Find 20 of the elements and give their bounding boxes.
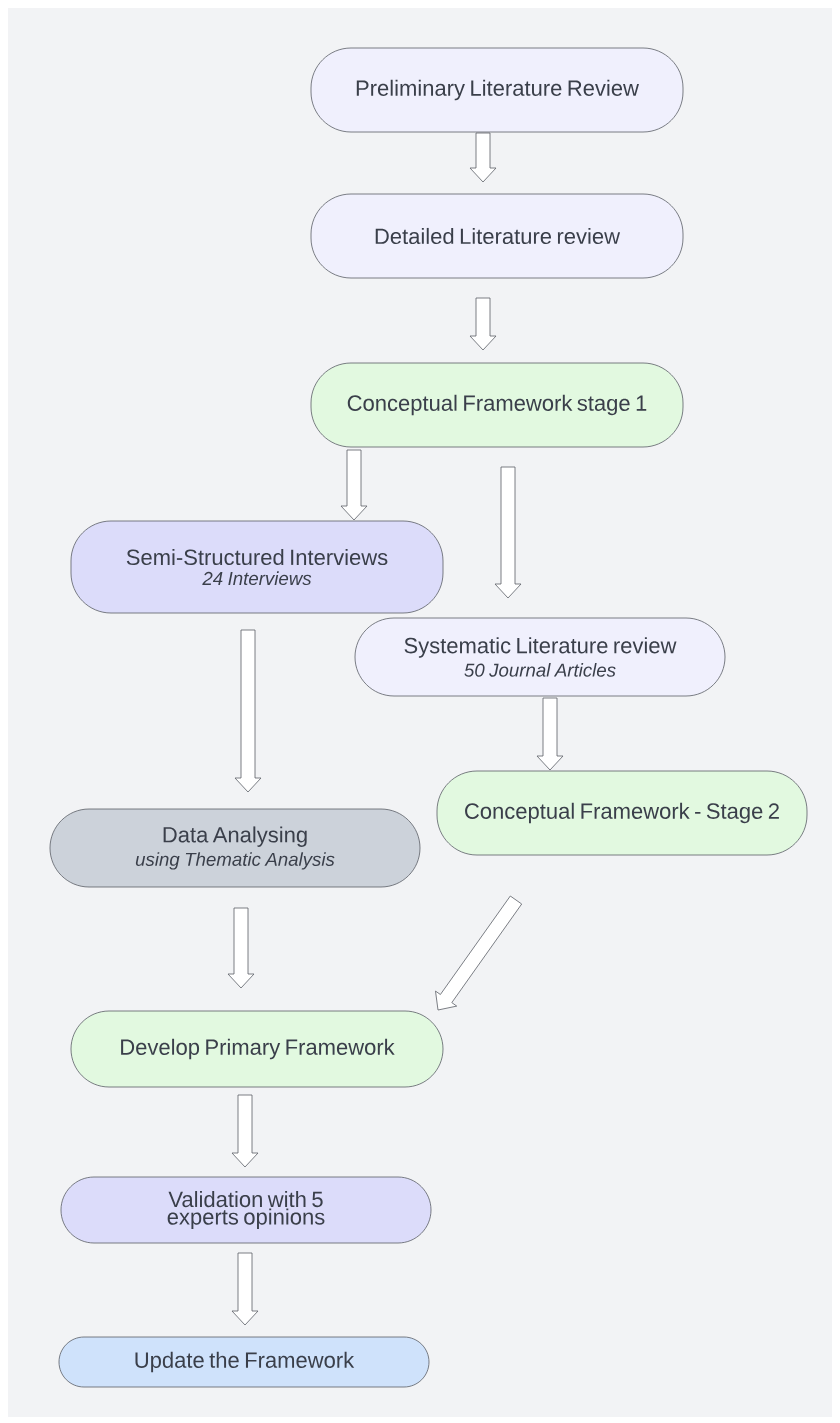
process-box: Conceptual Framework - Stage 2 (436, 770, 808, 856)
process-box: Semi-Structured Interviews 24 Interviews (70, 520, 444, 614)
process-box: Update the Framework (58, 1336, 430, 1388)
process-box: Validation with 5 experts opinions (60, 1176, 432, 1244)
block-arrow (340, 449, 368, 521)
block-arrow (469, 132, 497, 183)
block-arrow (231, 1094, 259, 1168)
process-box: Data Analysing using Thematic Analysis (49, 808, 421, 888)
process-box: Systematic Literature review 50 Journal Articles (354, 617, 726, 697)
block-arrow (435, 895, 523, 1011)
block-arrow (234, 629, 262, 793)
process-box: Preliminary Literature Review (310, 47, 684, 133)
block-arrow (536, 697, 564, 771)
block-arrow (227, 907, 255, 989)
process-box: Conceptual Framework stage 1 (310, 362, 684, 448)
process-box: Detailed Literature review (310, 193, 684, 279)
block-arrow (469, 297, 497, 351)
block-arrow (494, 466, 522, 599)
block-arrow (231, 1252, 259, 1326)
process-box: Develop Primary Framework (70, 1010, 444, 1088)
